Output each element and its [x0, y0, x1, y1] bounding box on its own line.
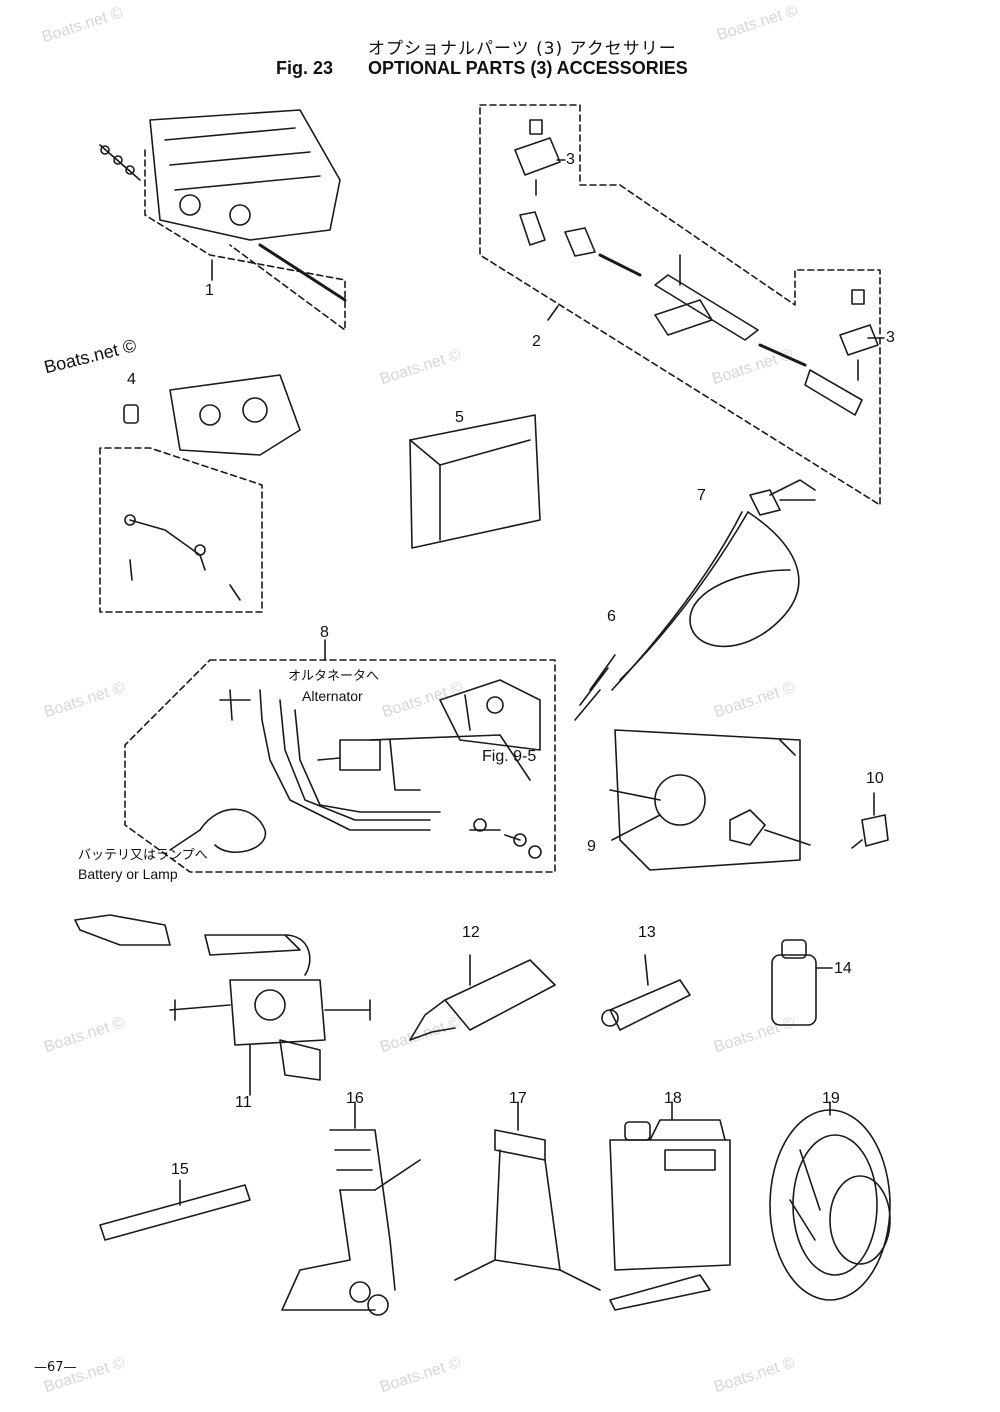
part-1-bracket-illustration [99, 109, 347, 331]
callout-3b: 3 [886, 329, 895, 346]
callout-15: 15 [171, 1161, 189, 1178]
callout-5: 5 [455, 409, 464, 426]
callout-7: 7 [697, 487, 706, 504]
callout-12: 12 [462, 924, 480, 941]
callout-6: 6 [607, 608, 616, 625]
part-4-bracket-illustration [99, 374, 301, 613]
callout-9: 9 [587, 838, 596, 855]
part-14-bottle-illustration [771, 939, 833, 1026]
note-alternator-jp: オルタネータへ [288, 669, 380, 684]
note-figure-ref: Fig. 9-5 [482, 748, 537, 765]
callout-19: 19 [822, 1090, 840, 1107]
part-16-cart-illustration [281, 1101, 421, 1316]
callout-8: 8 [320, 624, 329, 641]
part-17-stand-illustration [454, 1101, 601, 1291]
callout-10: 10 [866, 770, 884, 787]
part-12-tube-illustration [409, 954, 556, 1041]
part-5-cover-illustration [409, 414, 541, 549]
part-10-fitting-illustration [851, 792, 889, 849]
part-8-rectifier-harness-illustration [124, 639, 556, 873]
callout-14: 14 [834, 960, 852, 977]
part-9-lower-unit-illustration [609, 729, 811, 871]
callout-16: 16 [346, 1090, 364, 1107]
part-6-7-harness-illustration [574, 479, 816, 721]
part-19-cover-illustration [769, 1101, 891, 1301]
callout-2: 2 [532, 333, 541, 350]
part-2-linkage-illustration [479, 104, 881, 506]
part-11-flushing-tool-illustration [74, 914, 371, 1096]
callout-4: 4 [127, 371, 136, 388]
part-18-oil-can-illustration [609, 1101, 731, 1311]
page-number: —67— [34, 1360, 77, 1375]
callout-13: 13 [638, 924, 656, 941]
callout-17: 17 [509, 1090, 527, 1107]
figure-title: OPTIONAL PARTS (3) ACCESSORIES [368, 58, 688, 78]
part-15-rod-illustration [99, 1179, 251, 1241]
japanese-title: オプショナルパーツ (3) アクセサリー [368, 39, 677, 59]
note-alternator-en: Alternator [302, 688, 363, 704]
callout-11: 11 [235, 1094, 252, 1111]
callout-1: 1 [205, 282, 214, 299]
note-battery-jp: バッテリ又はランプへ [78, 848, 208, 863]
figure-number: Fig. 23 [276, 58, 334, 78]
callout-3: 3 [566, 151, 575, 168]
note-battery-en: Battery or Lamp [78, 866, 178, 882]
part-13-tube-illustration [601, 954, 691, 1031]
callout-18: 18 [664, 1090, 682, 1107]
